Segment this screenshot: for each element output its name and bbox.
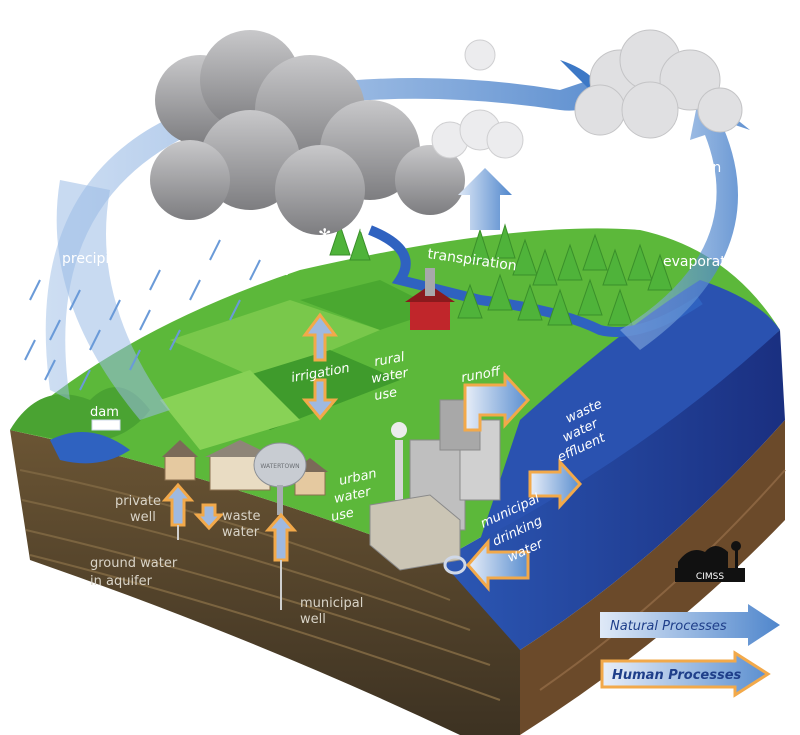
label-precipitation: precipitation	[62, 251, 150, 267]
label-ground-water-2: in aquifer	[90, 574, 153, 589]
logo-text: CIMSS	[696, 572, 724, 582]
barn	[405, 268, 455, 330]
forest	[329, 223, 673, 326]
label-evaporation: evaporation	[663, 254, 747, 270]
label-rural-3: use	[373, 385, 398, 404]
label-ground-water-1: ground water	[90, 556, 178, 571]
water-tower: WATERTOWN	[253, 442, 307, 515]
label-dam: dam	[90, 405, 119, 420]
svg-text:✻: ✻	[355, 217, 368, 236]
label-municipal-well-1: municipal	[300, 596, 363, 611]
svg-text:✻: ✻	[305, 250, 318, 269]
label-runoff: runoff	[460, 364, 503, 386]
label-municipal-well-2: well	[300, 612, 326, 627]
transpiration-arrow	[458, 168, 512, 230]
label-private-well-1: private	[115, 494, 161, 509]
dam-structure	[91, 419, 121, 431]
label-urban-3: use	[330, 505, 356, 524]
label-waste-water-1: waste	[222, 509, 260, 524]
label-rural-1: rural	[373, 350, 406, 370]
legend-human-label: Human Processes	[612, 668, 742, 683]
clouds	[150, 29, 743, 235]
urban-buildings	[369, 399, 501, 571]
drinking-water-arrow	[443, 537, 530, 593]
well-arrows	[161, 482, 298, 562]
legend-human: Human Processes	[600, 650, 771, 698]
label-private-well-2: well	[130, 510, 156, 525]
snowflakes: ✻ ✻ ✻ ✻ ✻	[280, 217, 368, 279]
label-waste-water-2: water	[222, 525, 260, 540]
legend: Natural Processes Human Processes	[600, 604, 780, 698]
label-condensation: condensation	[627, 160, 721, 176]
svg-text:✻: ✻	[280, 260, 293, 279]
irrigation-arrow	[301, 312, 339, 421]
legend-natural: Natural Processes	[600, 604, 780, 646]
label-rural-2: water	[370, 365, 411, 386]
cimss-logo: CIMSS	[675, 541, 745, 582]
rain	[24, 239, 261, 391]
legend-natural-label: Natural Processes	[610, 619, 727, 634]
soil-layer	[10, 430, 520, 735]
svg-text:✻: ✻	[285, 225, 298, 244]
svg-text:✻: ✻	[318, 225, 331, 244]
effluent-arrow	[528, 458, 583, 510]
water-tower-text: WATERTOWN	[260, 463, 299, 470]
runoff-arrow	[463, 371, 531, 432]
